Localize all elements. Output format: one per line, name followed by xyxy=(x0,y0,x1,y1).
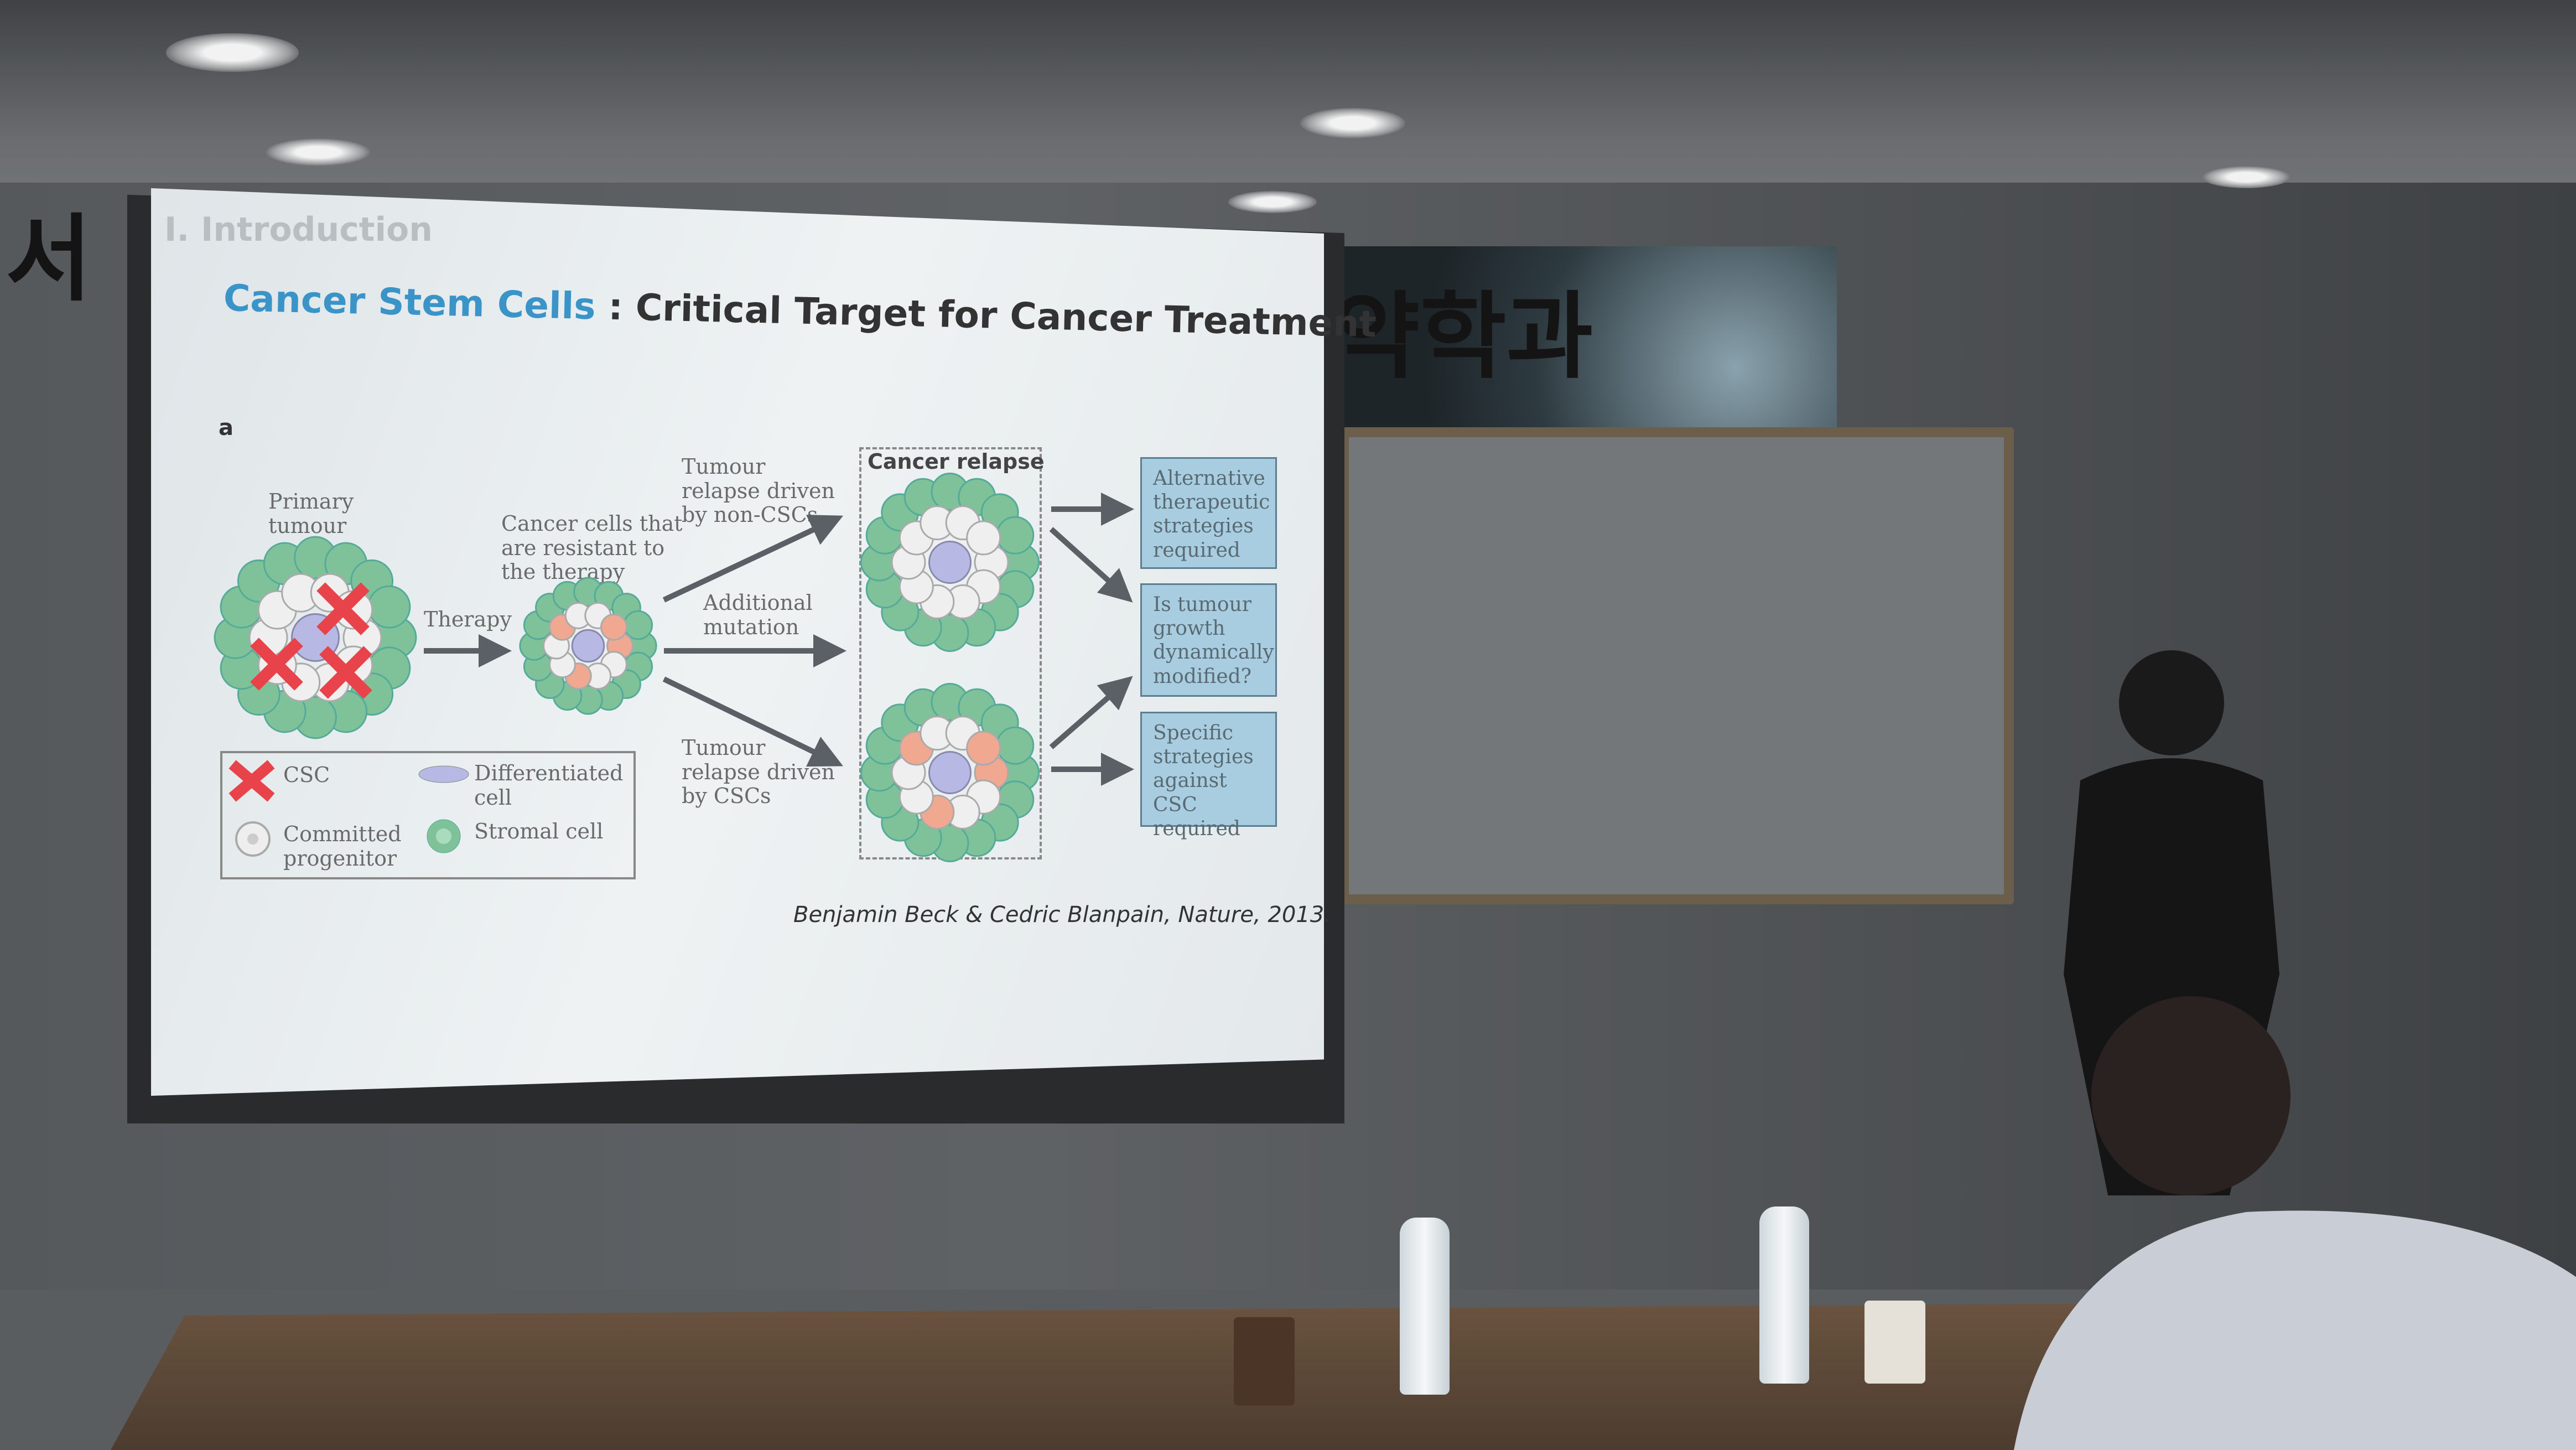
relapse-non-csc-label: Tumour relapse driven by non-CSCs xyxy=(682,454,835,527)
outcome-box-specific: Specific strategies against CSC required xyxy=(1140,712,1277,840)
committed-progenitor-icon xyxy=(235,821,271,857)
additional-mutation-label: Additional mutation xyxy=(703,591,813,639)
csc-x-icon xyxy=(228,760,275,802)
relapse-non-csc-stromal-cell xyxy=(996,516,1035,555)
relapse-csc-cell xyxy=(966,731,1001,766)
primary-tumour-label: Primary tumour xyxy=(268,489,354,538)
resistant-cells-label: Cancer cells that are resistant to the t… xyxy=(501,511,683,584)
slide-section: I. Introduction xyxy=(164,210,433,249)
banner-text-right: 약학과 xyxy=(1333,282,1593,392)
legend: CSC Differentiated cell Committed progen… xyxy=(220,751,636,879)
relapse-csc-stromal-cell xyxy=(996,726,1035,765)
arrow-to-box2a xyxy=(1049,527,1133,603)
csc-x-icon xyxy=(250,638,303,691)
water-bottle xyxy=(1759,1206,1809,1384)
relapse-non-csc-cell xyxy=(966,520,1001,556)
ceiling-light xyxy=(266,138,371,166)
coffee-cup xyxy=(1865,1301,1925,1384)
stromal-cell-icon xyxy=(427,819,461,853)
water-bottle xyxy=(1400,1218,1450,1395)
primary-tumour-stromal-cell xyxy=(367,585,411,629)
banner-text-left: 서 xyxy=(6,205,92,314)
resistant-cells-cell xyxy=(600,613,628,641)
resistant-cells-differentiated-cell xyxy=(571,629,605,663)
differentiated-cell-icon xyxy=(418,765,469,783)
cancer-relapse-label: Cancer relapse xyxy=(868,449,1045,474)
legend-csc: CSC xyxy=(283,763,330,787)
ceiling-light xyxy=(166,33,299,72)
relapse-non-csc-differentiated-cell xyxy=(928,541,972,584)
relapse-csc-differentiated-cell xyxy=(928,751,972,794)
legend-committed: Committed progenitor xyxy=(283,822,402,871)
arrow-to-box2b xyxy=(1049,676,1133,749)
ceiling-light xyxy=(2202,166,2291,188)
csc-x-icon xyxy=(319,646,372,699)
legend-differentiated: Differentiated cell xyxy=(474,761,624,810)
ceiling-light xyxy=(1228,191,1317,213)
whiteboard xyxy=(1339,427,2014,904)
outcome-box-alternative: Alternative therapeutic strategies requi… xyxy=(1140,457,1277,569)
therapy-label: Therapy xyxy=(424,607,512,631)
resistant-cells-stromal-cell xyxy=(623,610,653,640)
arrow-non-csc xyxy=(662,515,844,603)
outcome-box-growth: Is tumour growth dynamically modified? xyxy=(1140,583,1277,697)
arrow-csc xyxy=(662,676,843,767)
ceiling-light xyxy=(1300,108,1405,138)
panel-label: a xyxy=(219,415,233,441)
coffee-cup xyxy=(1234,1317,1295,1406)
legend-stromal: Stromal cell xyxy=(474,819,604,843)
csc-x-icon xyxy=(316,582,370,635)
citation: Benjamin Beck & Cedric Blanpain, Nature,… xyxy=(793,902,1331,928)
audience-member xyxy=(2014,996,2576,1450)
